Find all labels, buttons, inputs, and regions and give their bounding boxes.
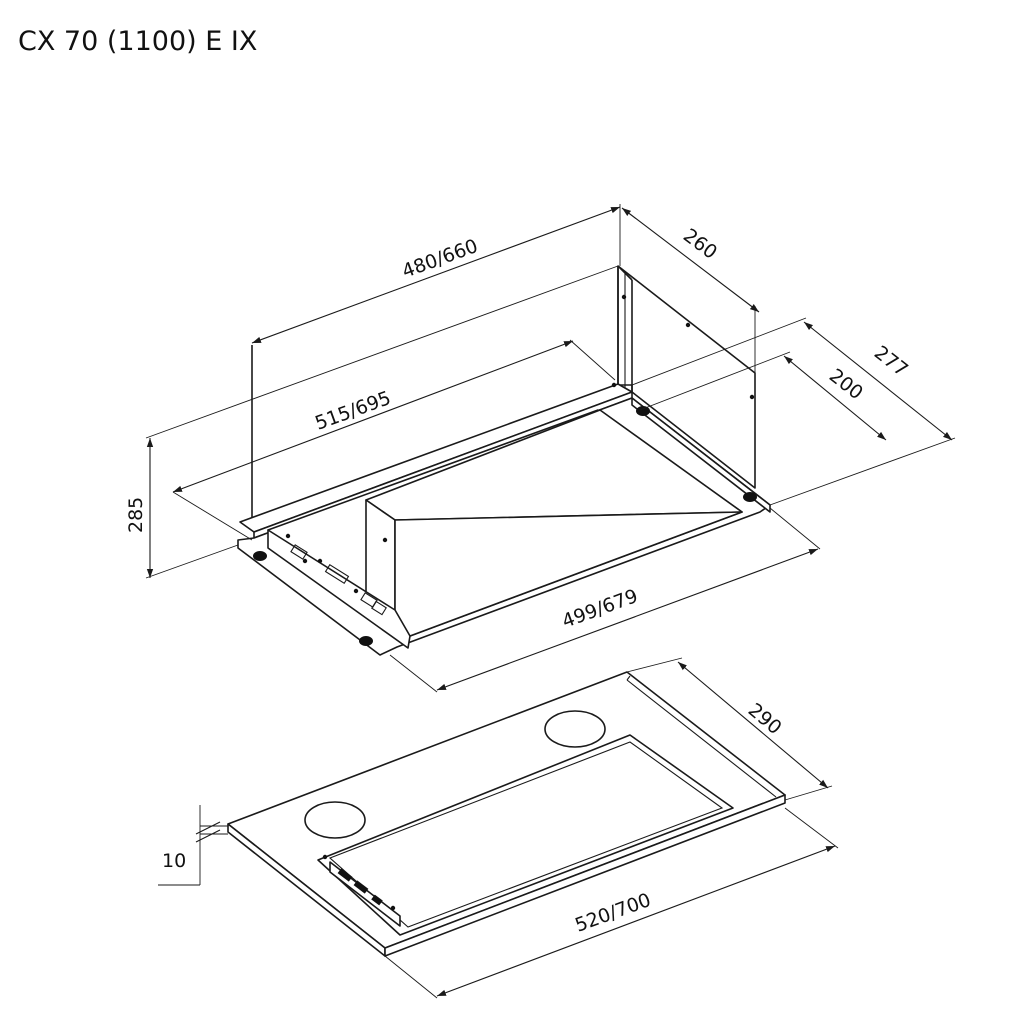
dim-label-inner-depth: 200	[825, 365, 867, 405]
circular-opening-left	[304, 801, 366, 839]
circular-opening-right	[544, 710, 606, 748]
dim-label-inner-width: 515/695	[312, 387, 394, 435]
mount-hole-back-left	[636, 406, 650, 416]
dim-label-top-depth: 260	[679, 224, 721, 263]
drawing-title: CX 70 (1100) E IX	[18, 26, 258, 57]
dim-label-panel-depth: 290	[744, 699, 786, 739]
dim-label-height: 285	[125, 497, 147, 533]
dim-label-top-width: 480/660	[399, 235, 481, 283]
dim-label-bottom-width: 499/679	[559, 585, 641, 633]
filter-recess	[317, 734, 734, 936]
mount-hole-front-right	[359, 636, 373, 646]
front-panel	[227, 671, 786, 957]
mount-hole-back-right	[743, 492, 757, 502]
dim-label-outer-depth: 277	[870, 342, 912, 382]
dim-label-panel-thickness: 10	[162, 850, 186, 872]
mount-hole-front-left	[253, 551, 267, 561]
